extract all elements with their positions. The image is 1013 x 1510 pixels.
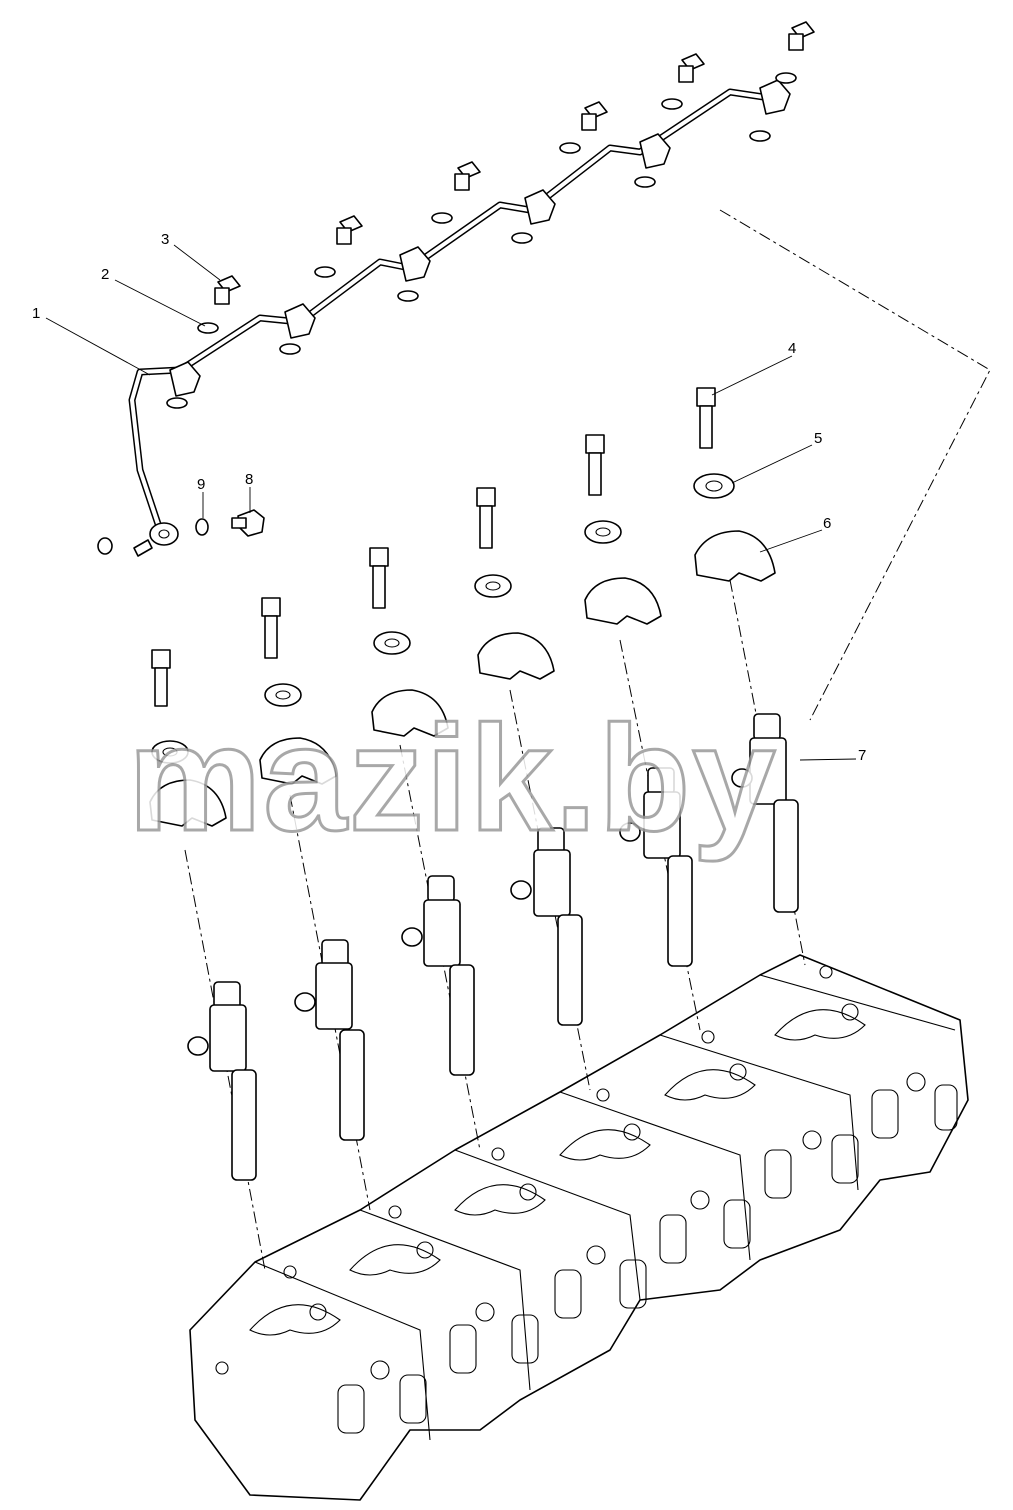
callout-4: 4: [788, 340, 796, 357]
clamp-set-2: [259, 597, 337, 785]
injector-clamps: [149, 387, 776, 827]
banjo-bolts-and-washers: [166, 21, 815, 409]
cylinder-head: [189, 954, 969, 1501]
callouts: 1 2 3 4 5 6 7 8 9: [32, 231, 866, 764]
bolt-set-6: [749, 21, 815, 142]
fuel-injectors: [187, 713, 799, 1181]
bolt-set-5: [634, 53, 705, 188]
injector-5: [619, 767, 693, 967]
bolt-set-2: [279, 215, 363, 355]
callout-8: 8: [245, 471, 253, 488]
injector-4: [510, 827, 583, 1026]
bolt-set-4: [511, 101, 608, 244]
clamp-set-1: [149, 649, 227, 827]
injector-6: [731, 713, 799, 913]
callout-3: 3: [161, 231, 169, 248]
injector-2: [294, 939, 365, 1141]
leader-lines: [45, 244, 857, 761]
injector-1: [187, 981, 257, 1181]
return-fitting: [97, 509, 265, 555]
callout-1: 1: [32, 305, 40, 322]
bolt-set-3: [397, 161, 481, 302]
bolt-set-1: [166, 275, 241, 409]
callout-6: 6: [823, 515, 831, 532]
injector-3: [401, 875, 475, 1076]
clamp-set-4: [474, 487, 555, 680]
callout-2: 2: [101, 266, 109, 283]
callout-5: 5: [814, 430, 822, 447]
watermark-text: mazik.by: [128, 694, 778, 862]
leak-off-pipe: [128, 79, 791, 557]
clamp-set-5: [584, 434, 662, 625]
callout-9: 9: [197, 476, 205, 493]
clamp-set-3: [369, 547, 449, 737]
callout-7: 7: [858, 747, 866, 764]
clamp-set-6: [693, 387, 776, 582]
